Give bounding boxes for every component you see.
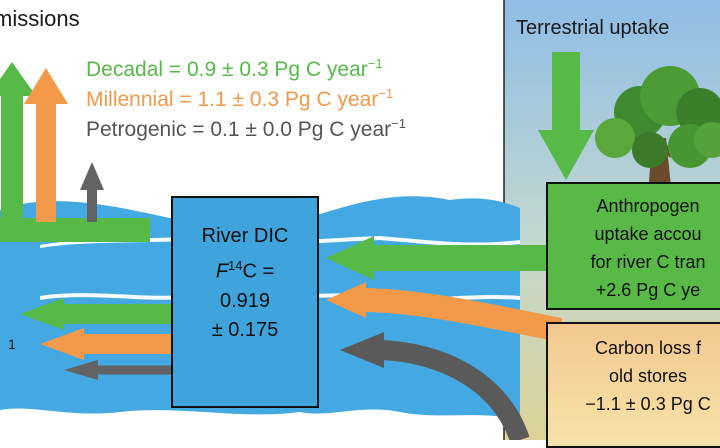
loss-line-2: old stores bbox=[608, 366, 688, 386]
loss-line-1: Carbon loss f bbox=[594, 338, 702, 358]
petrogenic-inflow-arrow bbox=[340, 332, 530, 440]
anthropogenic-uptake-box: Anthropogen uptake accou for river C tra… bbox=[546, 182, 720, 310]
millennial-export-arrow bbox=[40, 328, 176, 360]
anthro-line-3: for river C tran bbox=[590, 252, 706, 272]
river-box-uncertainty: ± 0.175 bbox=[211, 318, 279, 341]
footnote-mark: 1 bbox=[8, 336, 16, 352]
legend-decadal: Decadal = 0.9 ± 0.3 Pg C year−1 bbox=[86, 56, 383, 81]
anthro-line-2: uptake accou bbox=[594, 224, 702, 244]
diagram-title: missions bbox=[0, 6, 80, 31]
millennial-inflow-arrow bbox=[326, 282, 563, 342]
millennial-emission-arrow bbox=[24, 68, 68, 222]
terrestrial-uptake-arrow bbox=[538, 52, 594, 180]
decadal-export-arrow bbox=[20, 298, 176, 330]
decadal-inflow-arrow bbox=[326, 236, 560, 280]
legend-millennial: Millennial = 1.1 ± 0.3 Pg C year−1 bbox=[86, 86, 394, 111]
anthro-line-1: Anthropogen bbox=[596, 196, 700, 216]
river-box-f14c: F14C = bbox=[215, 258, 275, 283]
decadal-emission-arrow bbox=[0, 62, 150, 242]
petrogenic-emission-arrow bbox=[80, 162, 104, 222]
loss-line-3: −1.1 ± 0.3 Pg C bbox=[585, 394, 711, 414]
anthro-line-4: +2.6 Pg C ye bbox=[595, 280, 701, 300]
terrestrial-uptake-label: Terrestrial uptake bbox=[516, 17, 670, 39]
tree-icon bbox=[595, 66, 720, 196]
carbon-loss-box: Carbon loss f old stores −1.1 ± 0.3 Pg C bbox=[546, 322, 720, 448]
river-box-title: River DIC bbox=[201, 225, 289, 247]
river-box-value: 0.919 bbox=[219, 289, 271, 312]
river-dic-box: River DIC F14C = 0.919 ± 0.175 bbox=[171, 196, 319, 408]
petrogenic-export-arrow bbox=[64, 360, 176, 380]
legend-petrogenic: Petrogenic = 0.1 ± 0.0 Pg C year−1 bbox=[86, 116, 406, 141]
